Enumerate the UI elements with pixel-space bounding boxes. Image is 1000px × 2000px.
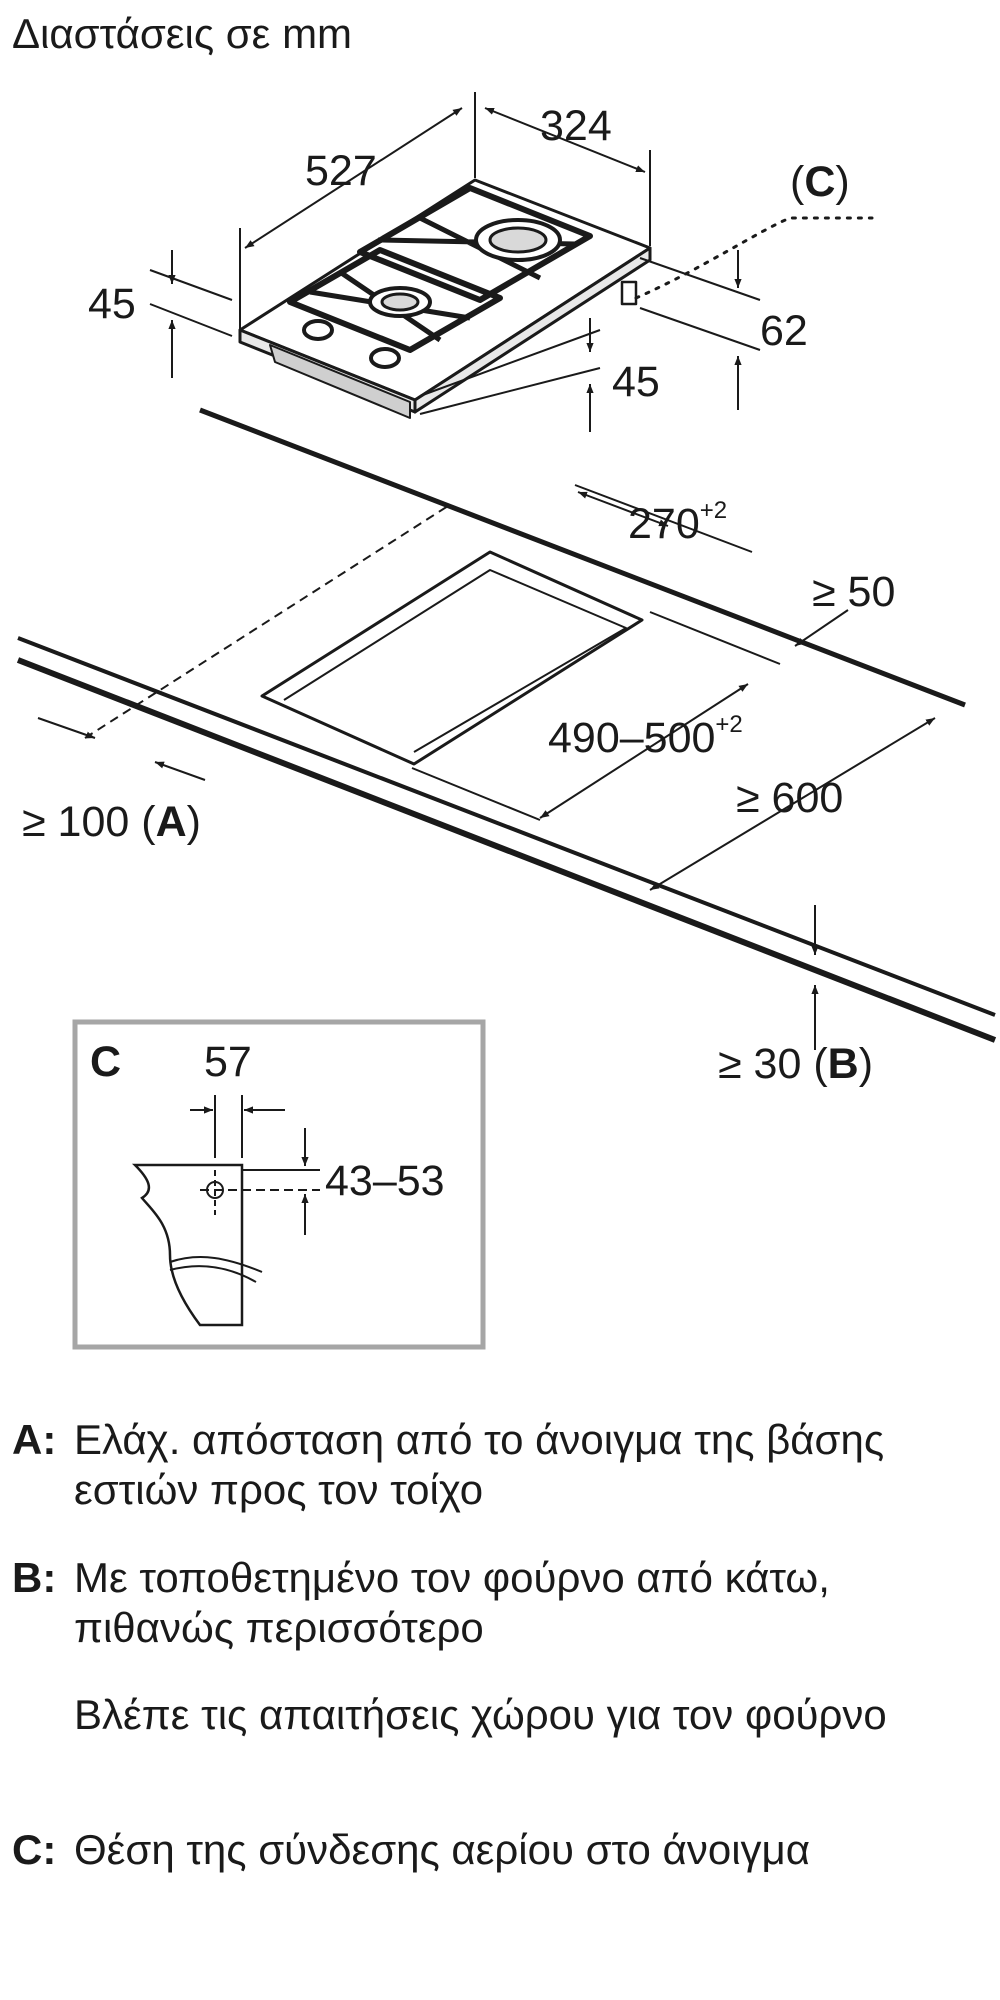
- side-distance-label: ≥ 100 (A): [22, 798, 201, 846]
- gas-connector: [620, 280, 638, 306]
- hob-underside: [269, 344, 411, 419]
- hob-width-label: 324: [540, 102, 612, 150]
- hob-depth-label: 527: [305, 147, 377, 195]
- detail-c-title: C: [90, 1038, 121, 1086]
- worktop-front-edge-top: [17, 636, 996, 1017]
- legend-text-c: Θέση της σύνδεσης αερίου στο άνοιγμα: [74, 1826, 811, 1873]
- hob-height-right-label: 45: [612, 358, 660, 406]
- installation-diagram: Διαστάσεις σε mm: [12, 10, 997, 1350]
- worktop-back-edge: [199, 407, 966, 708]
- detail-c-frame: [72, 1019, 486, 1350]
- legend-key-a: A:: [12, 1416, 57, 1463]
- detail-c-height-label: 43–53: [325, 1157, 445, 1205]
- hob-height-left-label: 45: [88, 280, 136, 328]
- hob-dimension-lines: [168, 107, 742, 432]
- gas-connection-dotted-line: [634, 216, 874, 300]
- detail-c-offset-label: 57: [204, 1038, 252, 1086]
- cutout-dimension-lines: [37, 491, 936, 1050]
- gas-connection-marker: (C): [790, 158, 850, 206]
- back-distance-label: ≥ 50: [812, 568, 895, 616]
- cutout-inner-wall: [283, 569, 627, 753]
- hob-right-edge: [413, 246, 652, 414]
- page-title: Διαστάσεις σε mm: [12, 10, 352, 57]
- control-knob-right: [369, 347, 401, 369]
- hob-drawing: [149, 92, 761, 419]
- worktop-drawing: [16, 407, 997, 1043]
- legend-key-b: B:: [12, 1554, 57, 1601]
- cutout-depth-label: 490–500+2: [548, 711, 743, 762]
- pan-support-front: [287, 247, 503, 353]
- worktop-thickness-label: ≥ 30 (B): [718, 1040, 873, 1088]
- gas-height-label: 62: [760, 307, 808, 355]
- legend-key-c: C:: [12, 1826, 57, 1873]
- cutout-outline: [260, 550, 644, 766]
- cutout-width-label: 270+2: [628, 497, 727, 548]
- worktop-front-edge-bottom: [16, 657, 997, 1043]
- legend-text-b: Με τοποθετημένο τον φούρνο από κάτω, πιθ…: [74, 1554, 830, 1651]
- legend-text-a: Ελάχ. απόσταση από το άνοιγμα της βάσης …: [74, 1416, 885, 1513]
- control-knob-left: [302, 319, 334, 341]
- detail-c-drawing: [131, 1095, 320, 1327]
- legend-text-b-note: Βλέπε τις απαιτήσεις χώρου για τον φούρν…: [74, 1691, 887, 1738]
- cutout-projection-line: [84, 505, 449, 739]
- worktop-depth-label: ≥ 600: [736, 774, 843, 822]
